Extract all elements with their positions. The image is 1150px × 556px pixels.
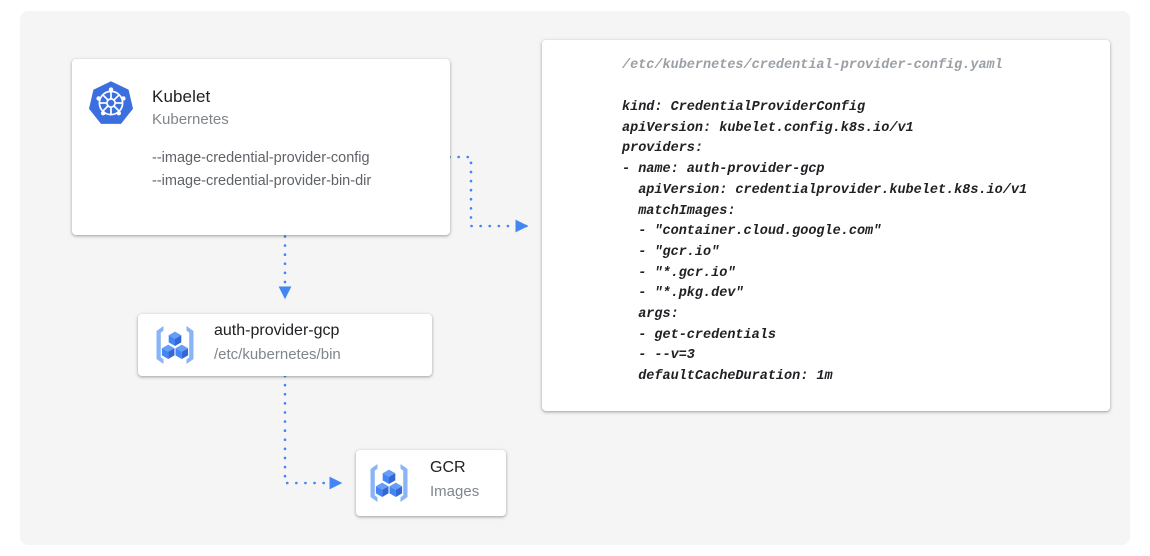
config-yaml-line: apiVersion: credentialprovider.kubelet.k… bbox=[622, 182, 1028, 198]
config-yaml-line: - "gcr.io" bbox=[622, 244, 720, 260]
cube-top bbox=[168, 331, 182, 346]
config-yaml-line: kind: CredentialProviderConfig bbox=[622, 100, 866, 115]
kubelet-card[interactable]: Kubelet Kubernetes --image-credential-pr… bbox=[72, 59, 450, 235]
credential-provider-config-card[interactable]: /etc/kubernetes/credential-provider-conf… bbox=[542, 40, 1110, 411]
config-yaml-line: providers: bbox=[622, 141, 704, 157]
kubernetes-icon bbox=[85, 78, 137, 130]
cube-bottom-right bbox=[175, 344, 189, 359]
config-file-path: /etc/kubernetes/credential-provider-conf… bbox=[622, 58, 1003, 73]
gcr-card-subtitle: Images bbox=[430, 483, 480, 500]
config-yaml-line: apiVersion: kubelet.config.k8s.io/v1 bbox=[622, 120, 914, 136]
cube-bottom-left bbox=[375, 482, 389, 497]
config-yaml-line: matchImages: bbox=[622, 203, 736, 219]
cube-top bbox=[382, 469, 396, 484]
kubelet-card-title: Kubelet bbox=[152, 87, 211, 106]
config-yaml-line: args: bbox=[622, 307, 679, 323]
container-registry-icon bbox=[366, 461, 412, 505]
container-registry-icon bbox=[152, 323, 198, 367]
kubelet-flag-config: --image-credential-provider-config bbox=[152, 150, 370, 166]
config-yaml-line: - "*.gcr.io" bbox=[622, 265, 736, 281]
gcr-card[interactable]: GCR Images bbox=[356, 450, 506, 516]
kubelet-flag-bin-dir: --image-credential-provider-bin-dir bbox=[152, 173, 372, 189]
config-yaml-content: kind: CredentialProviderConfig apiVersion… bbox=[622, 98, 1027, 388]
kubelet-card-subtitle: Kubernetes bbox=[152, 111, 229, 128]
config-yaml-line: - "*.pkg.dev" bbox=[622, 286, 744, 302]
kubelet-card-flags: --image-credential-provider-config --ima… bbox=[152, 147, 371, 193]
auth-provider-gcp-card[interactable]: auth-provider-gcp /etc/kubernetes/bin bbox=[138, 314, 432, 376]
config-yaml-line: defaultCacheDuration: 1m bbox=[622, 369, 833, 385]
auth-provider-card-title: auth-provider-gcp bbox=[214, 322, 340, 339]
gcr-card-title: GCR bbox=[430, 459, 466, 476]
config-yaml-line: - --v=3 bbox=[622, 348, 695, 364]
config-yaml-line: - "container.cloud.google.com" bbox=[622, 224, 882, 240]
cube-bottom-left bbox=[161, 344, 175, 359]
auth-provider-card-subtitle: /etc/kubernetes/bin bbox=[214, 346, 341, 363]
config-yaml-line: - name: auth-provider-gcp bbox=[622, 162, 825, 178]
cube-bottom-right bbox=[389, 482, 403, 497]
config-yaml-line: - get-credentials bbox=[622, 327, 776, 343]
